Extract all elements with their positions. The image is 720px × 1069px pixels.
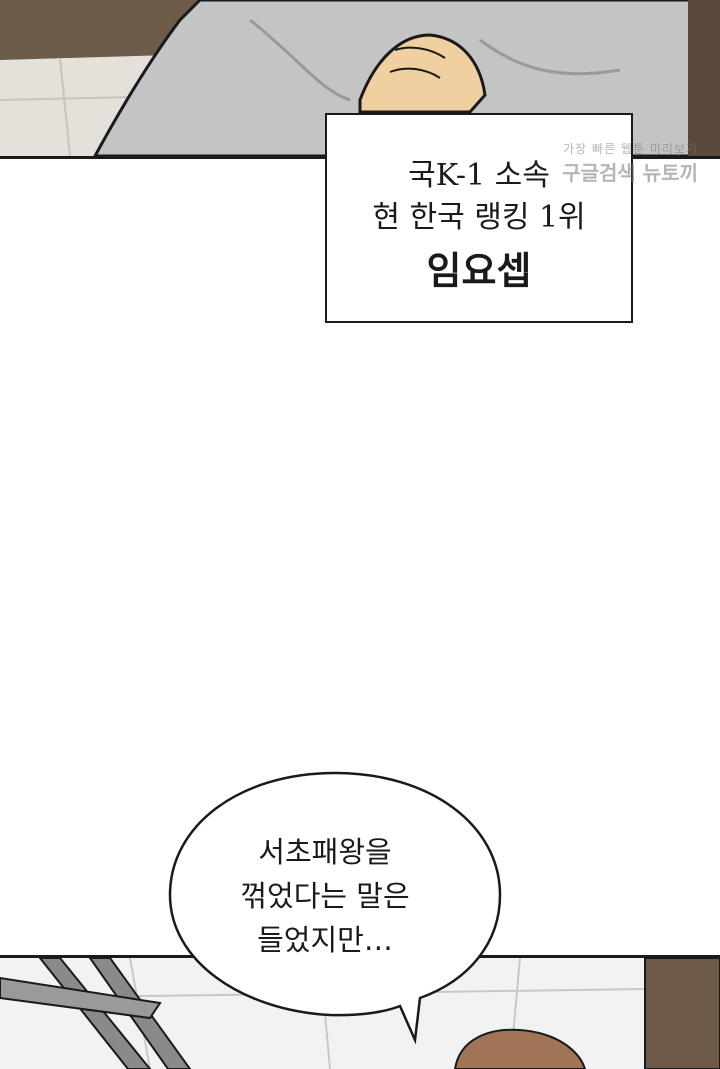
speech-line-1: 서초패왕을 xyxy=(258,835,392,869)
caption-affiliation: 국K-1 소속 xyxy=(408,158,550,193)
watermark-site: 구글검색 뉴토끼 xyxy=(562,161,698,185)
speech-line-2: 꺾었다는 말은 xyxy=(240,879,410,913)
speech-bubble-text: 서초패왕을 꺾었다는 말은 들었지만… xyxy=(200,830,450,962)
speech-line-3: 들었지만… xyxy=(257,923,393,957)
watermark-tagline: 가장 빠른 웹툰 미리보기 xyxy=(563,142,698,156)
caption-box: 국K-1 소속 현 한국 랭킹 1위 임요셉 xyxy=(325,113,633,323)
caption-character-name: 임요셉 xyxy=(426,249,532,293)
caption-ranking: 현 한국 랭킹 1위 xyxy=(372,200,586,235)
watermark: 가장 빠른 웹툰 미리보기 구글검색 뉴토끼 xyxy=(562,140,698,186)
